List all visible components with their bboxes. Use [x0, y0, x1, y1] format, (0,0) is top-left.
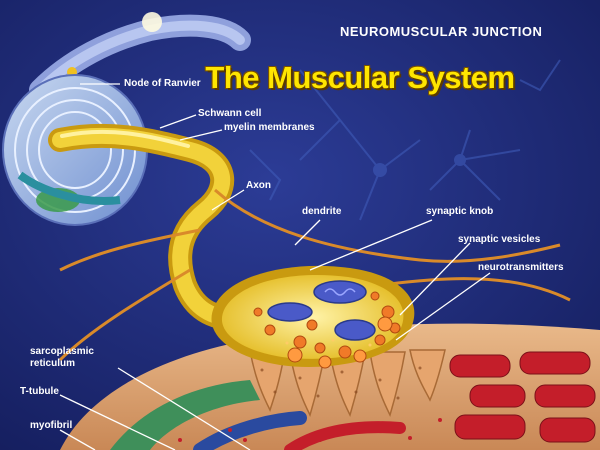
label-myelin-membranes: myelin membranes — [224, 122, 315, 133]
label-synaptic-knob: synaptic knob — [426, 206, 494, 217]
label-dendrite: dendrite — [302, 206, 342, 217]
label-myofibril: myofibril — [30, 420, 73, 431]
background-neurons — [249, 59, 561, 221]
label-axon: Axon — [246, 180, 271, 191]
muscle-fiber — [60, 323, 600, 450]
label-leader-lines — [59, 83, 491, 450]
label-schwann-cell: Schwann cell — [198, 108, 262, 119]
slide-title: The Muscular System — [205, 60, 515, 95]
diagram-header: NEUROMUSCULAR JUNCTION — [340, 24, 543, 39]
label-neurotransmitters: neurotransmitters — [478, 262, 564, 273]
axon — [48, 123, 262, 331]
schwann-cell-myelin — [2, 74, 148, 226]
label-sarcoplasmic-reticulum: sarcoplasmic reticulum — [30, 346, 94, 369]
synaptic-knob — [211, 265, 415, 369]
label-node-of-ranvier: Node of Ranvier — [124, 78, 201, 89]
label-synaptic-vesicles: synaptic vesicles — [458, 234, 541, 245]
label-t-tubule: T-tubule — [20, 386, 59, 397]
